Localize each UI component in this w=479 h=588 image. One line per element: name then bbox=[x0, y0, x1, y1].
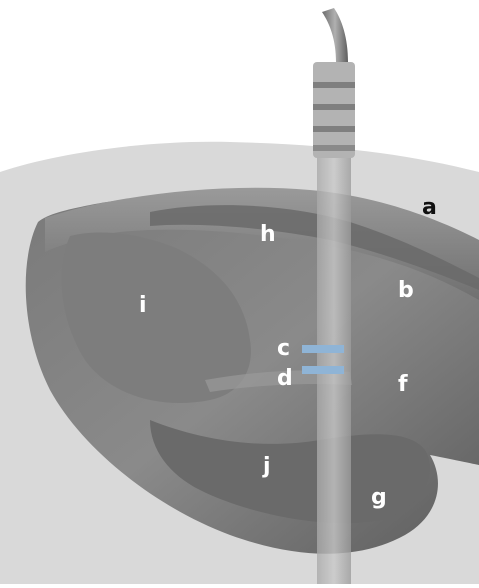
label-f: f bbox=[398, 374, 408, 396]
label-a: a bbox=[422, 197, 437, 219]
contact-c bbox=[302, 345, 344, 353]
label-c: c bbox=[277, 338, 290, 360]
label-j: j bbox=[263, 456, 271, 478]
label-b: b bbox=[398, 280, 414, 302]
contact-d bbox=[302, 366, 344, 374]
probe-connector bbox=[313, 62, 355, 158]
label-d: d bbox=[277, 368, 293, 390]
label-h: h bbox=[260, 224, 276, 246]
label-i: i bbox=[139, 295, 147, 317]
label-g: g bbox=[371, 487, 387, 509]
probe-cable bbox=[322, 8, 348, 62]
